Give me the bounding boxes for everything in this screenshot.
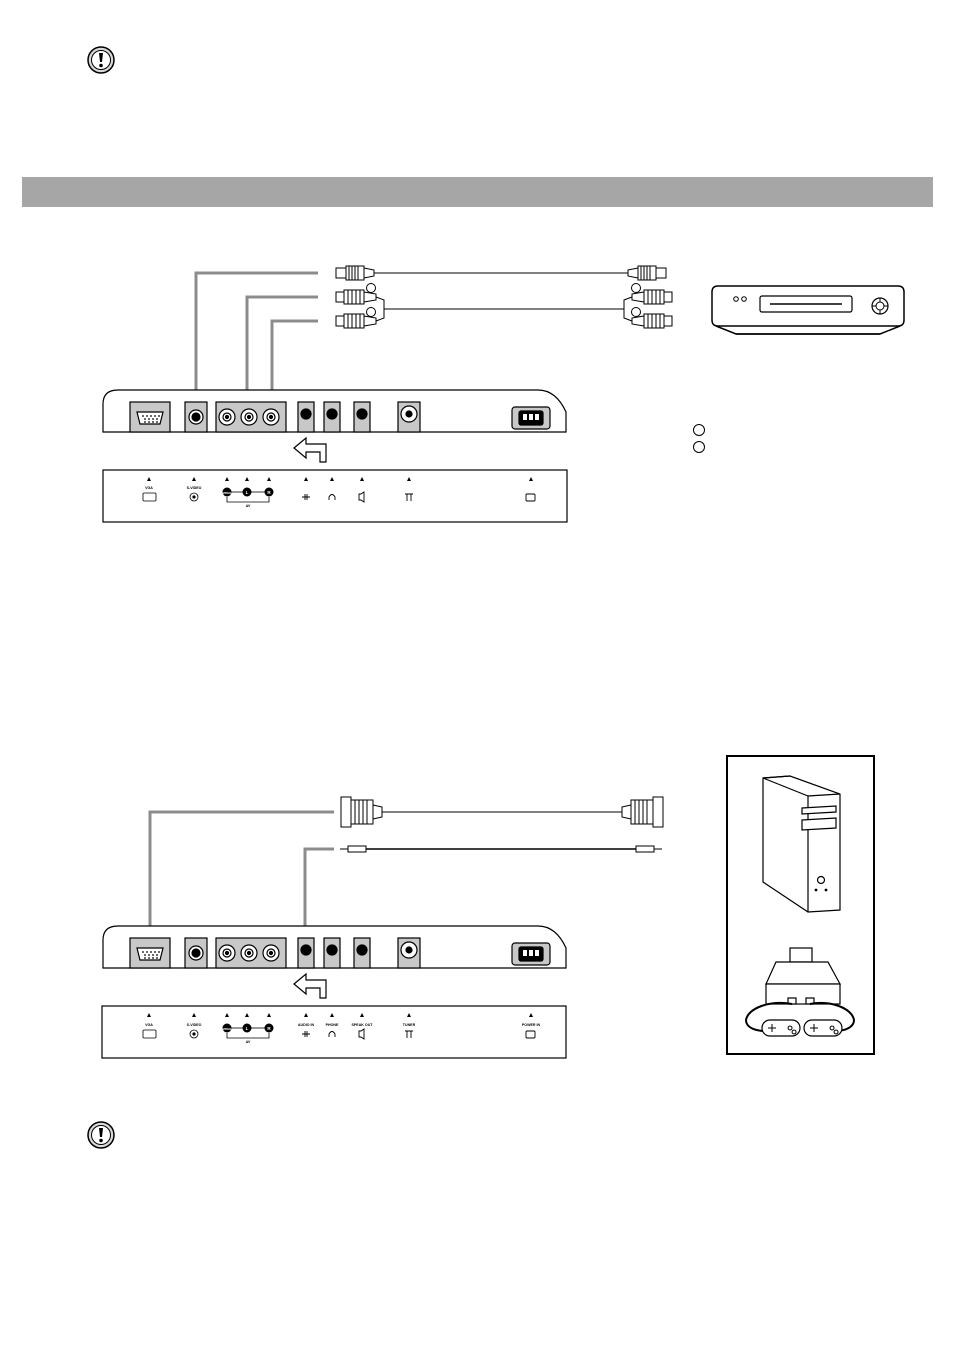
- vga-cable: [340, 796, 664, 828]
- rotate-arrow-icon: [293, 436, 327, 463]
- label-l: L: [246, 1026, 249, 1031]
- vcr-icon: [711, 285, 905, 335]
- label-vga: VGA: [145, 486, 153, 490]
- label-svideo-2: S-VIDEO: [187, 1023, 202, 1027]
- pc-connection-diagram: VGA S-VIDEO AUDIO IN PHONE SPEAK OUT TUN…: [101, 755, 875, 1059]
- svg-text:VIDEO: VIDEO: [223, 491, 233, 495]
- pc-tower-icon: [762, 775, 841, 913]
- label-video: VIDEO: [223, 1027, 233, 1031]
- caution-icon: [87, 1121, 115, 1149]
- av-connection-diagram: VGA S-VIDEO VIDEO L R AV: [102, 265, 905, 523]
- rca-audio-cable: [335, 289, 673, 329]
- label-audio-in: AUDIO IN: [298, 1023, 315, 1027]
- section-header-bar: [22, 177, 933, 207]
- svg-text:L: L: [246, 490, 249, 495]
- label-r: R: [267, 1026, 271, 1031]
- rotate-arrow-icon: [293, 972, 327, 999]
- label-phone: PHONE: [326, 1023, 339, 1027]
- label-speak-out: SPEAK OUT: [352, 1023, 374, 1027]
- game-console-icon: [744, 947, 856, 1037]
- label-vga-2: VGA: [145, 1023, 153, 1027]
- caution-icon: [87, 46, 115, 74]
- label-svideo: S-VIDEO: [187, 486, 202, 490]
- label-tuner: TUNER: [403, 1023, 416, 1027]
- svideo-cable: [335, 265, 667, 281]
- label-power-in: POWER IN: [522, 1023, 541, 1027]
- audio-mini-cable: [340, 845, 662, 853]
- label-av: AV: [246, 1040, 251, 1044]
- cable-routing-lines: [148, 810, 334, 930]
- cable-routing-lines: [194, 271, 318, 395]
- tv-rear-panel: [102, 389, 567, 433]
- svg-text:R: R: [267, 490, 271, 495]
- svg-text:AV: AV: [246, 504, 251, 508]
